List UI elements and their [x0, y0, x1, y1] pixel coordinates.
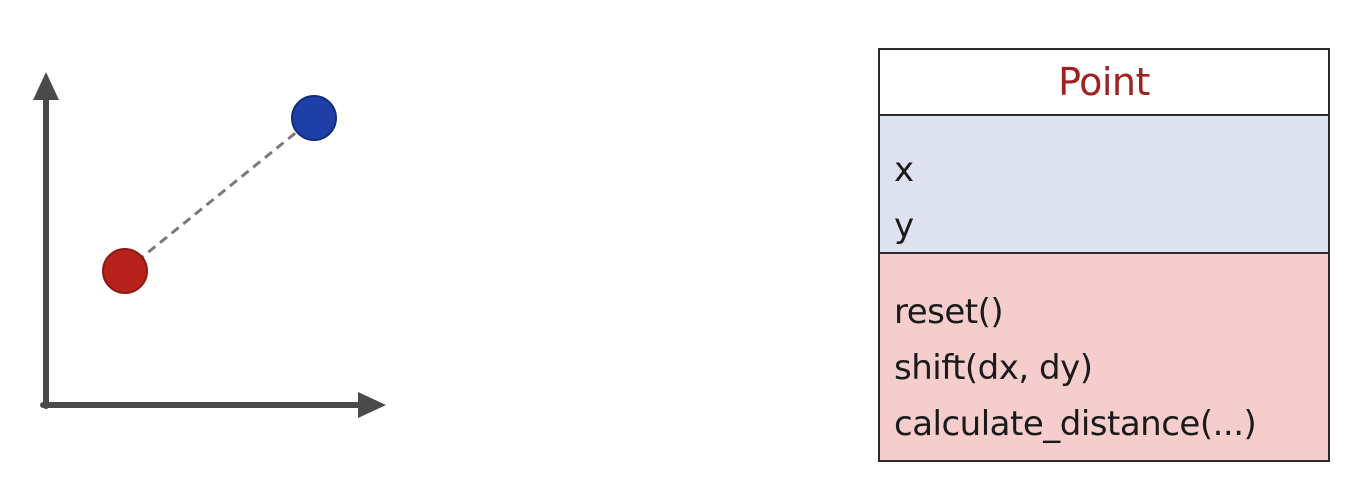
- y-axis-arrowhead: [33, 72, 59, 100]
- uml-attribute: y: [894, 206, 914, 246]
- x-axis-arrowhead: [358, 392, 386, 418]
- point-b: [291, 95, 337, 141]
- uml-attribute: x: [894, 150, 914, 190]
- uml-method: calculate_distance(...): [894, 404, 1257, 444]
- uml-class-box: Point x y reset() shift(dx, dy) calculat…: [878, 48, 1330, 462]
- uml-class-header: Point: [880, 50, 1328, 116]
- uml-attributes-section: x y: [880, 116, 1328, 254]
- distance-connector: [124, 116, 315, 273]
- point-a: [102, 248, 148, 294]
- uml-class-title: Point: [1058, 60, 1150, 104]
- uml-method: reset(): [894, 292, 1004, 332]
- uml-methods-section: reset() shift(dx, dy) calculate_distance…: [880, 254, 1328, 460]
- uml-method: shift(dx, dy): [894, 348, 1093, 388]
